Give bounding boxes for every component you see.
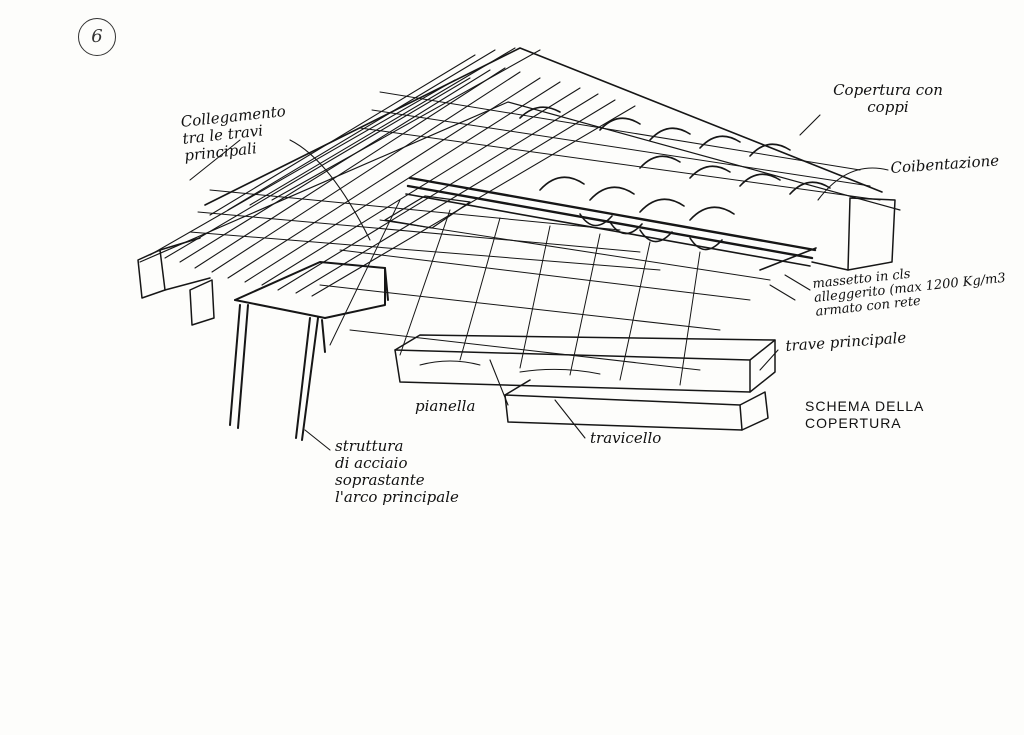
roof-opening [384,195,471,229]
label-copertura: Copertura con coppi [833,81,943,116]
roof-front-edge [139,101,901,263]
rafters [149,47,636,297]
steel-frame [229,261,389,441]
leader-lines [189,114,889,451]
right-beam-end [811,197,896,271]
joist [504,379,769,431]
label-travicello: travicello [590,429,662,447]
drawing-title: SCHEMA DELLA COPERTURA [805,398,925,431]
battens [189,91,881,271]
label-struttura: struttura di acciaio soprastante l'arco … [335,437,459,506]
main-beam [394,334,776,393]
page-number: 6 [78,18,116,56]
label-pianella: pianella [415,397,476,415]
left-beam [137,237,215,326]
insulation-layer [405,176,817,271]
roof-top-edge [204,47,883,206]
